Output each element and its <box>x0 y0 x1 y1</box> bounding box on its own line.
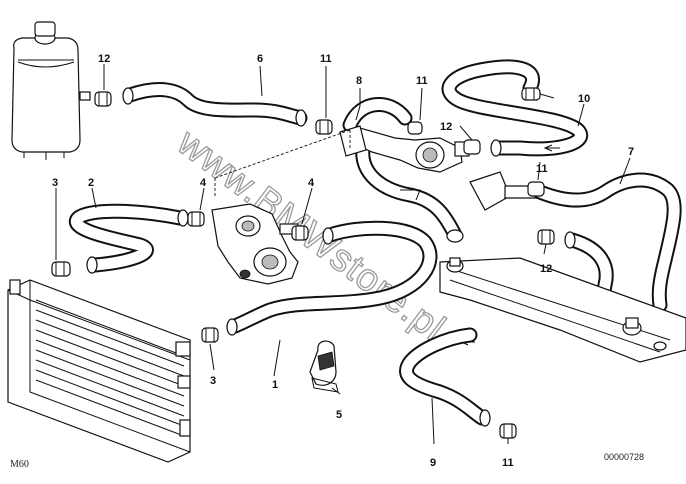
thermostat-housing <box>339 125 541 243</box>
hose-7 <box>532 172 682 313</box>
callout-10: 10 <box>578 93 590 105</box>
clamp-12-top-left <box>94 91 112 107</box>
clamp-3-bottom <box>201 327 219 343</box>
callout-3-left: 3 <box>52 177 58 189</box>
clamp-12-mid-right <box>463 139 481 155</box>
water-pump <box>211 129 351 285</box>
callout-11-thermostat: 11 <box>416 75 428 87</box>
clamp-11-top <box>315 119 333 135</box>
callout-11-top: 11 <box>320 53 332 65</box>
engine-crossmember <box>439 257 686 363</box>
expansion-tank <box>11 21 91 160</box>
model-label: M60 <box>10 459 29 470</box>
callout-6: 6 <box>257 53 263 65</box>
callout-2: 2 <box>88 177 94 189</box>
callout-11-right: 11 <box>536 163 548 175</box>
clamp-11-bottom <box>499 423 517 439</box>
callout-labels: 12 6 11 8 11 10 12 7 3 2 4 4 11 12 3 1 5… <box>52 53 634 469</box>
clamp-11-thermostat <box>407 121 423 135</box>
clamp-3-left <box>51 261 71 277</box>
callout-7: 7 <box>628 146 634 158</box>
drawing-code: 00000728 <box>604 452 644 462</box>
callout-12-mid-right: 12 <box>440 121 452 133</box>
clamp-11-hose-10 <box>521 87 541 101</box>
hose-8 <box>342 97 463 243</box>
hose-2 <box>68 203 189 274</box>
hose-9 <box>399 327 491 427</box>
hose-1 <box>226 220 438 336</box>
callout-12-right: 12 <box>540 263 552 275</box>
callout-1: 1 <box>272 379 278 391</box>
holder-clip-5 <box>309 340 339 393</box>
callout-3-bottom: 3 <box>210 375 216 387</box>
radiator <box>7 279 191 463</box>
clamp-4-right <box>291 225 309 241</box>
callout-4-right: 4 <box>308 177 315 189</box>
hose-6 <box>122 82 308 127</box>
clamp-4-left <box>187 211 205 227</box>
clamp-12-right <box>537 229 555 245</box>
clamp-11-right <box>527 181 545 197</box>
callout-5: 5 <box>336 409 342 421</box>
callout-9: 9 <box>430 457 436 469</box>
callout-8: 8 <box>356 75 362 87</box>
leader-lines <box>55 64 631 445</box>
callout-4-left: 4 <box>200 177 207 189</box>
hose-10 <box>441 59 588 157</box>
callout-12-top-left: 12 <box>98 53 110 65</box>
callout-11-bottom: 11 <box>502 457 514 469</box>
